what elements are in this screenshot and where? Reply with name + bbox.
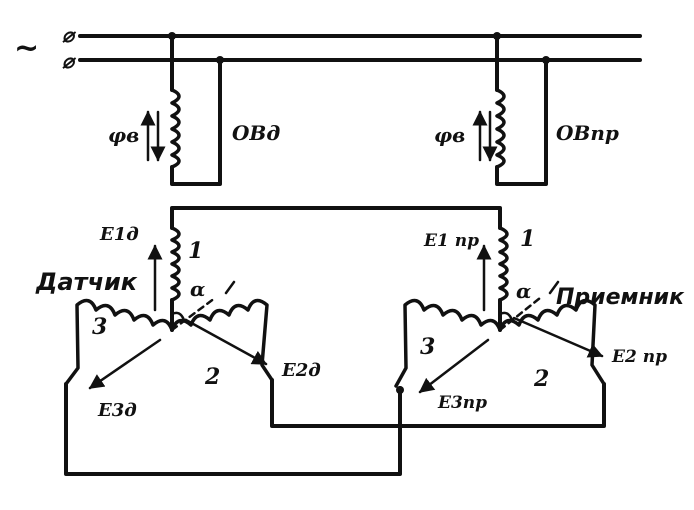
rotor-axis xyxy=(170,296,217,332)
sensor-emf-2-label: E2д xyxy=(281,360,321,381)
rotor-axis xyxy=(498,296,542,332)
junction-dot xyxy=(396,386,404,394)
receiver-winding-3 xyxy=(394,298,502,388)
receiver-field-wire xyxy=(495,58,548,186)
sensor-field-circuit: φв ОВд xyxy=(108,32,280,186)
rotor-angle-arc xyxy=(498,311,514,322)
rotor-tick xyxy=(548,280,560,295)
sensor-winding-3 xyxy=(64,298,174,386)
ac-symbol: ~ xyxy=(14,31,39,66)
sensor-winding-2 xyxy=(170,298,274,382)
receiver-winding-1 xyxy=(498,226,509,302)
sensor-winding-1-number: 1 xyxy=(188,238,203,264)
rotor-tick xyxy=(224,280,236,295)
sensor-flux-label: φв xyxy=(108,123,139,147)
sensor-winding-1 xyxy=(170,226,181,302)
supply-terminal-2: ⌀ xyxy=(62,49,77,73)
sensor-emf-3-label: E3д xyxy=(97,400,137,421)
receiver-field-winding-label: ОВпр xyxy=(556,121,619,145)
sensor-title: Датчик xyxy=(35,268,138,296)
receiver-emf-2-label: E2 пр xyxy=(611,347,667,367)
receiver-flux-label: φв xyxy=(434,123,465,147)
sensor-stator: E1д E2д E3д 1 2 3 α Датчик xyxy=(35,224,321,421)
sensor-field-coil xyxy=(170,88,181,169)
link-wire-1 xyxy=(170,206,502,230)
sensor-emf-1-label: E1д xyxy=(99,224,139,245)
sensor-angle-label: α xyxy=(190,277,205,301)
receiver-emf-1-label: E1 пр xyxy=(423,231,479,251)
receiver-stator: E1 пр E2 пр E3пр 1 2 3 α Приемник xyxy=(394,226,685,413)
emf-2-arrow xyxy=(512,316,604,358)
rotor-angle-arc xyxy=(170,311,186,322)
link-wire-3 xyxy=(64,382,402,476)
sensor-winding-2-number: 2 xyxy=(204,364,220,390)
emf-2-arrow xyxy=(184,318,268,366)
receiver-winding-1-number: 1 xyxy=(520,226,535,252)
link-wire-2 xyxy=(270,378,606,428)
stator-links xyxy=(64,378,606,476)
receiver-winding-2-number: 2 xyxy=(533,366,549,392)
receiver-angle-label: α xyxy=(516,279,531,303)
emf-3-arrow xyxy=(88,338,162,390)
sensor-field-winding-label: ОВд xyxy=(232,121,280,145)
sensor-field-wire xyxy=(170,58,222,186)
receiver-title: Приемник xyxy=(556,285,685,310)
receiver-field-circuit: φв ОВпр xyxy=(434,32,619,186)
receiver-winding-3-number: 3 xyxy=(420,334,435,360)
sensor-winding-3-number: 3 xyxy=(92,314,107,340)
receiver-field-coil xyxy=(495,88,506,169)
receiver-emf-3-label: E3пр xyxy=(437,393,487,413)
receiver-winding-2 xyxy=(498,298,606,386)
supply-terminal-1: ⌀ xyxy=(62,23,77,47)
emf-3-arrow xyxy=(418,338,490,394)
